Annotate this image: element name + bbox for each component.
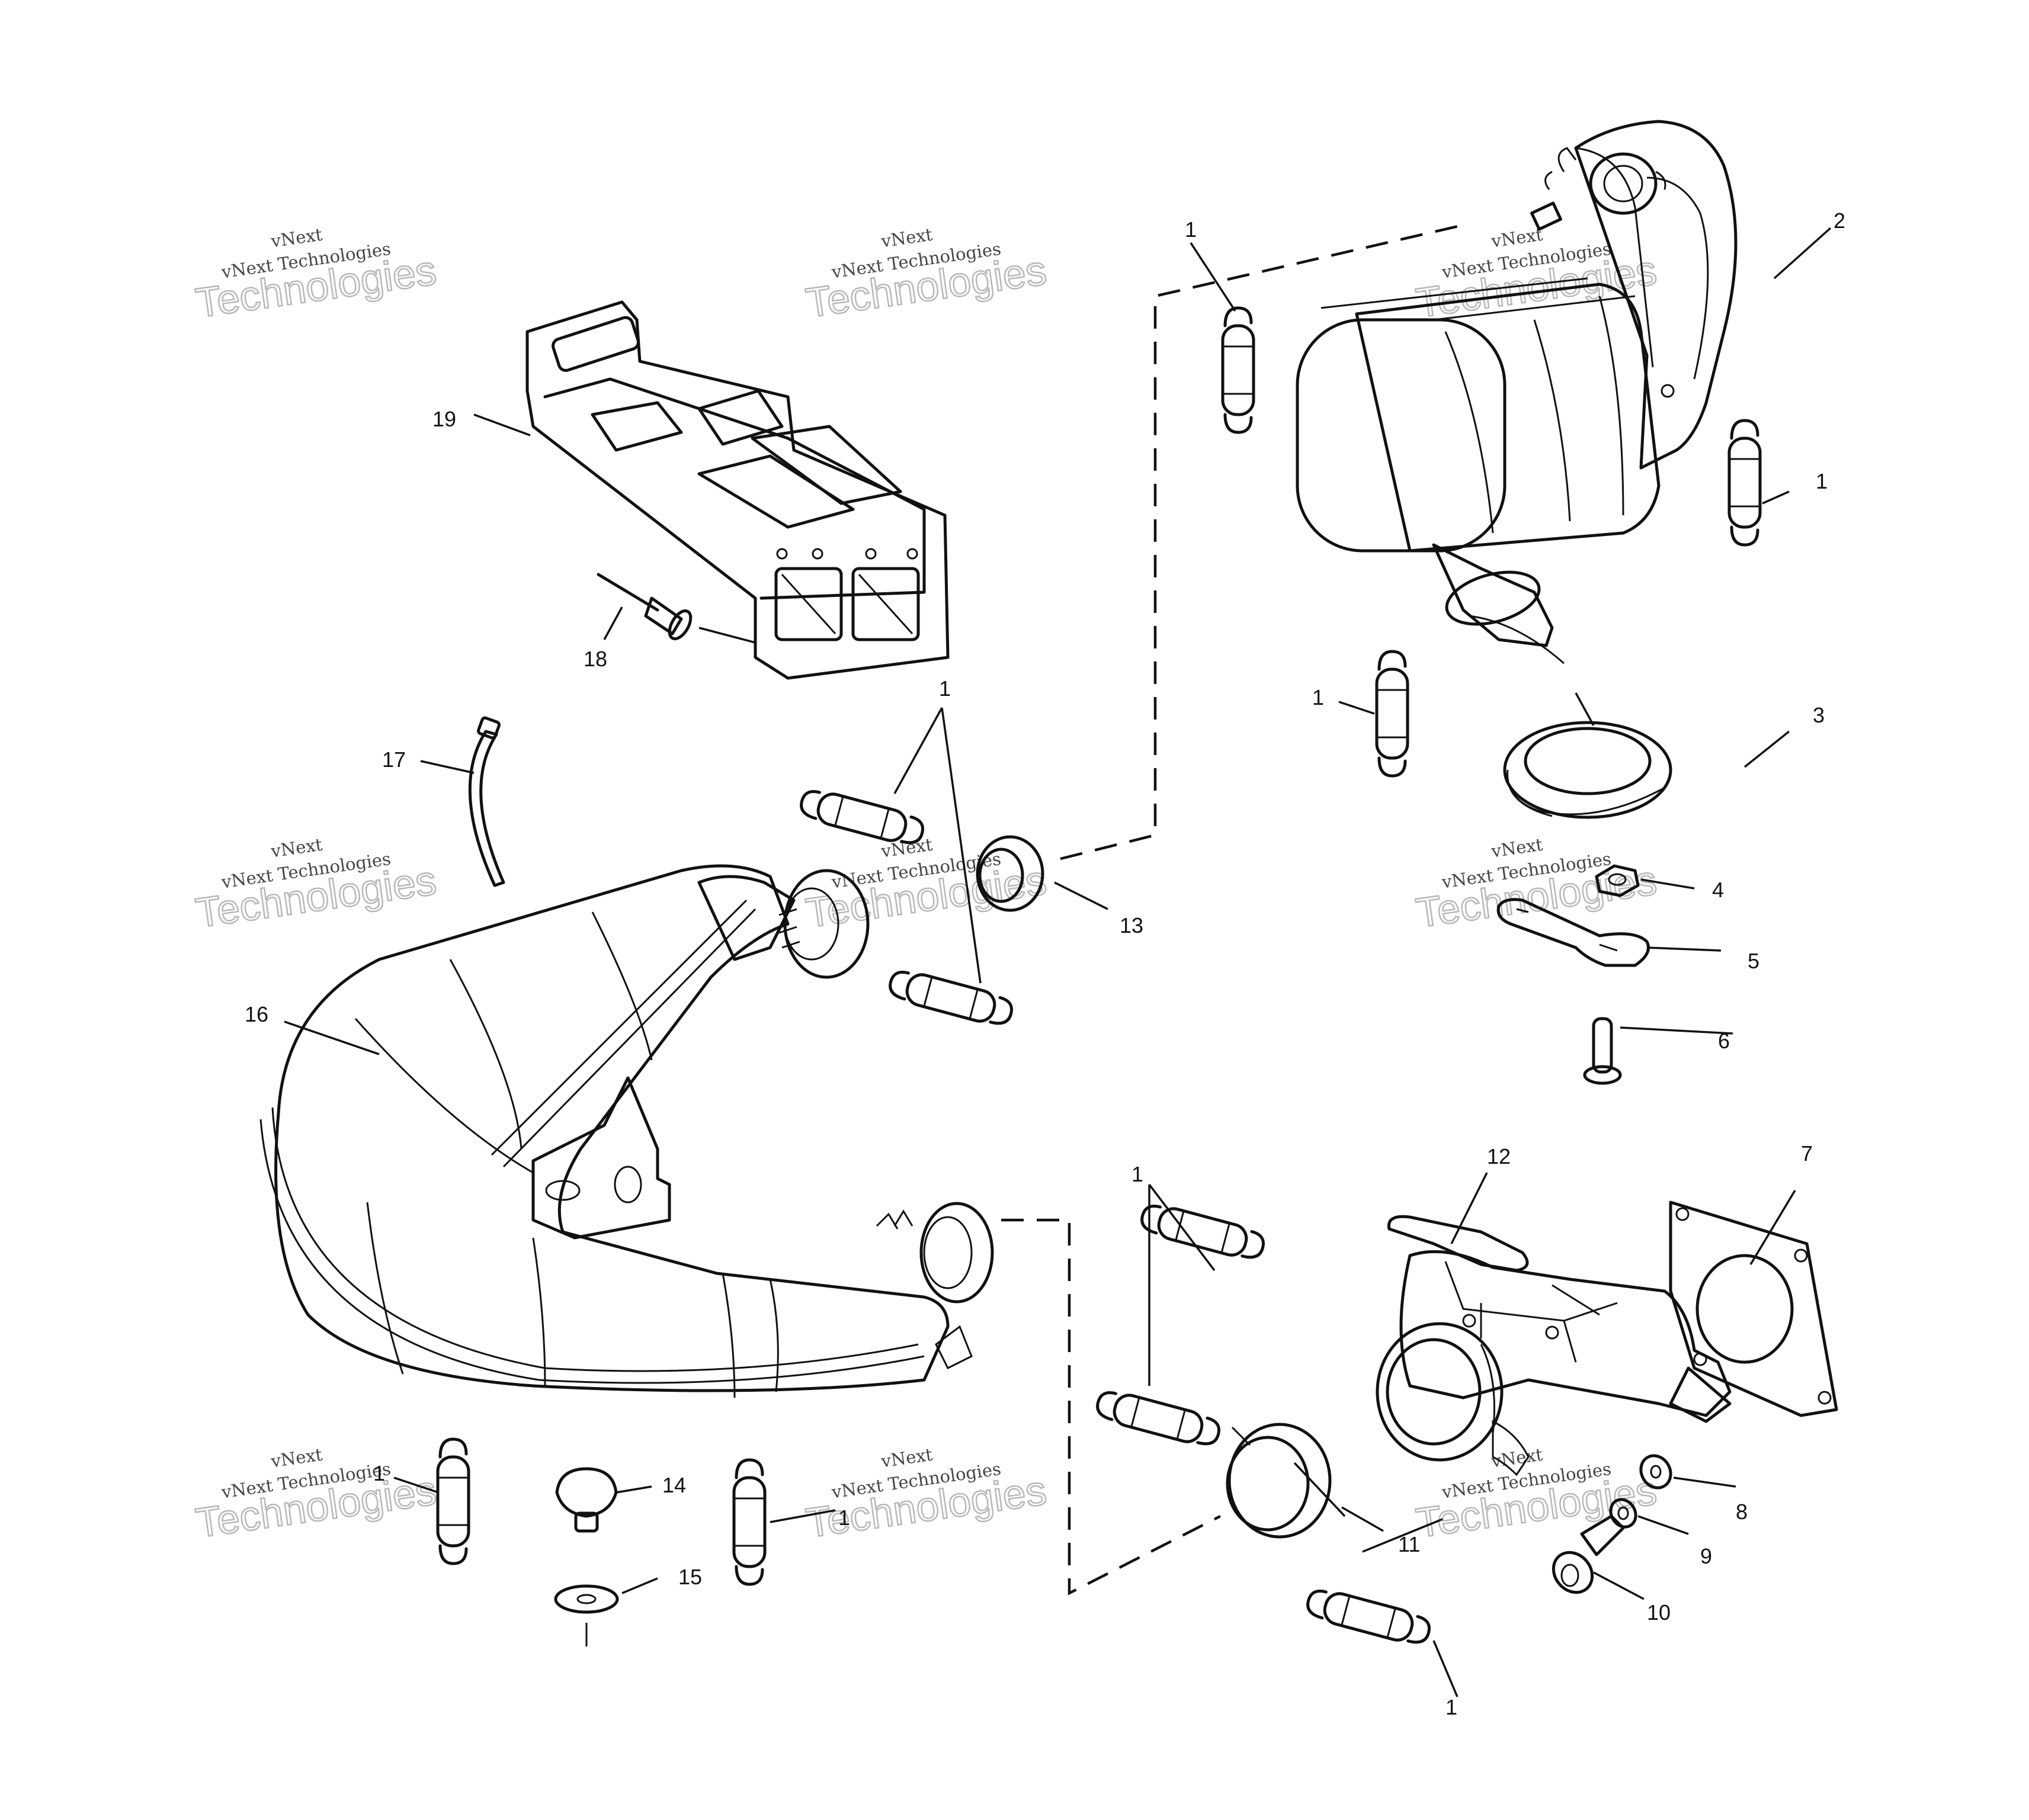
flange-gasket-part-7 bbox=[1669, 1201, 1838, 1417]
muffler-part-2 bbox=[1296, 120, 1738, 665]
callout-12: 12 bbox=[1487, 1144, 1511, 1169]
callout-17: 17 bbox=[382, 747, 406, 772]
callout-13: 13 bbox=[1120, 913, 1143, 938]
callout-10: 10 bbox=[1647, 1600, 1671, 1625]
leader-lines bbox=[284, 227, 1832, 1697]
grommet-part-14 bbox=[555, 1467, 618, 1533]
callout-labels: 1 2 1 1 3 1 4 5 6 7 12 1 13 8 9 10 11 1 … bbox=[245, 208, 1845, 1719]
callout-1: 1 bbox=[1132, 1162, 1143, 1186]
watermark: vNext vNext Technologies Technologies bbox=[802, 1445, 1050, 1547]
svg-text:vNext: vNext bbox=[1489, 224, 1544, 252]
spring-part-1 bbox=[887, 967, 1015, 1029]
bolt-part-6 bbox=[1583, 1017, 1622, 1085]
callout-5: 5 bbox=[1748, 949, 1759, 973]
callout-15: 15 bbox=[678, 1565, 702, 1589]
spring-part-1 bbox=[1304, 1586, 1432, 1648]
svg-text:vNext: vNext bbox=[1489, 834, 1544, 862]
spring-part-1 bbox=[1377, 651, 1408, 776]
gasket-part-3 bbox=[1503, 721, 1672, 819]
watermark: vNext vNext Technologies Technologies bbox=[192, 834, 440, 937]
callout-1: 1 bbox=[373, 1461, 385, 1485]
strap-part-17 bbox=[468, 716, 505, 887]
exhaust-pipe-part-16 bbox=[259, 864, 994, 1398]
seal-ring-part-11 bbox=[1226, 1423, 1332, 1539]
svg-text:vNext: vNext bbox=[269, 834, 323, 862]
callout-1: 1 bbox=[1312, 685, 1324, 710]
callout-6: 6 bbox=[1718, 1029, 1730, 1053]
callout-9: 9 bbox=[1700, 1544, 1712, 1568]
rivet-part-18 bbox=[597, 573, 693, 641]
callout-1: 1 bbox=[1185, 217, 1197, 242]
svg-text:vNext: vNext bbox=[269, 1445, 323, 1472]
callout-19: 19 bbox=[432, 407, 456, 431]
washer-part-15 bbox=[554, 1584, 619, 1646]
assembly-line-upper bbox=[1060, 223, 1464, 861]
spring-part-1 bbox=[1094, 1388, 1222, 1450]
callout-7: 7 bbox=[1801, 1141, 1813, 1166]
watermark: vNext vNext Technologies Technologies bbox=[192, 224, 440, 327]
svg-text:vNext: vNext bbox=[879, 224, 934, 252]
svg-text:vNext: vNext bbox=[879, 1445, 934, 1472]
manifold-part-12 bbox=[1376, 1215, 1732, 1476]
bracket-part-19 bbox=[525, 300, 950, 680]
assembly-line-lower bbox=[1001, 1218, 1222, 1596]
svg-text:vNext: vNext bbox=[1489, 1445, 1544, 1472]
bolt-part-10 bbox=[1552, 1514, 1625, 1594]
seal-ring-part-13 bbox=[976, 835, 1044, 912]
watermark: vNext vNext Technologies Technologies bbox=[802, 224, 1050, 327]
spring-part-1 bbox=[734, 1460, 765, 1584]
nut-part-4 bbox=[1595, 864, 1640, 897]
spring-part-1 bbox=[1729, 421, 1760, 545]
callout-3: 3 bbox=[1813, 703, 1825, 727]
callout-1: 1 bbox=[939, 676, 951, 701]
washer-part-8 bbox=[1639, 1454, 1672, 1490]
callout-11: 11 bbox=[1398, 1532, 1420, 1556]
callout-16: 16 bbox=[245, 1002, 268, 1026]
spring-part-1 bbox=[1223, 308, 1254, 432]
svg-text:vNext: vNext bbox=[879, 834, 934, 862]
svg-text:vNext: vNext bbox=[269, 224, 323, 252]
spring-part-1 bbox=[438, 1439, 469, 1564]
callout-1: 1 bbox=[1816, 469, 1828, 493]
callout-1: 1 bbox=[1445, 1695, 1457, 1719]
callout-4: 4 bbox=[1712, 878, 1724, 902]
mount-bracket-part-5 bbox=[1496, 898, 1650, 967]
callout-8: 8 bbox=[1736, 1500, 1748, 1524]
watermark: vNext vNext Technologies Technologies bbox=[192, 1445, 440, 1547]
callout-14: 14 bbox=[662, 1473, 686, 1497]
callout-18: 18 bbox=[584, 647, 607, 671]
watermark: vNext vNext Technologies Technologies bbox=[1412, 834, 1660, 937]
callout-2: 2 bbox=[1834, 208, 1845, 233]
callout-1: 1 bbox=[838, 1506, 850, 1530]
